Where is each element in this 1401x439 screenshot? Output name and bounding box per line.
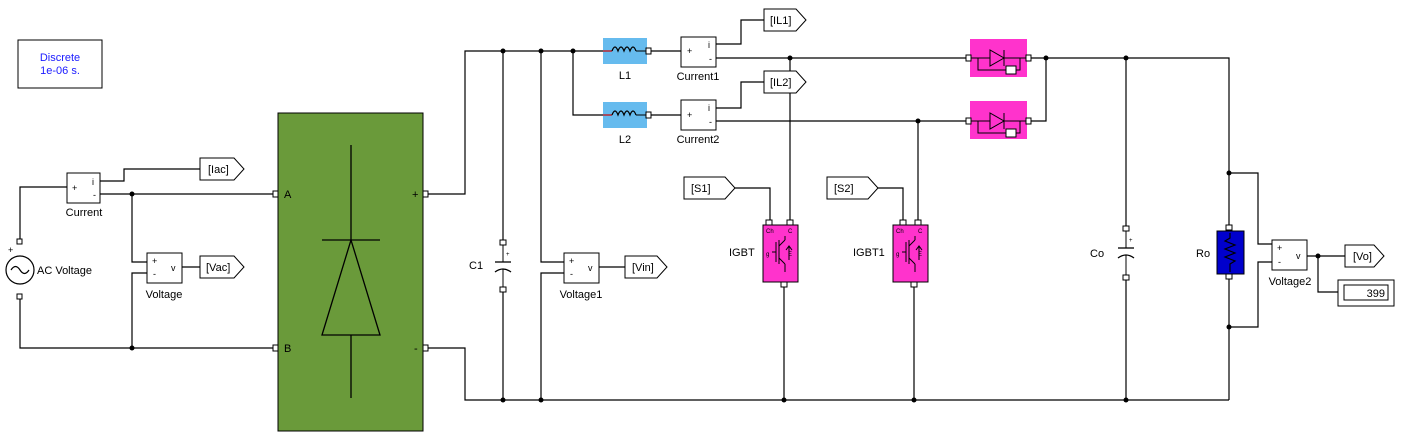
powergui-mode: Discrete	[40, 52, 80, 64]
current2-label: Current2	[677, 134, 720, 146]
svg-text:i: i	[708, 103, 710, 113]
goto-iac[interactable]: [Iac]	[199, 157, 245, 181]
svg-text:-: -	[93, 190, 96, 200]
wiring	[19, 19, 1345, 401]
svg-text:g: g	[766, 252, 769, 258]
svg-text:A: A	[284, 189, 292, 201]
svg-text:+: +	[569, 256, 574, 266]
igbt1-icon	[902, 236, 923, 272]
igbt-label: IGBT	[729, 247, 755, 259]
svg-text:v: v	[171, 263, 176, 273]
diode-icon	[321, 145, 381, 398]
svg-text:C: C	[788, 229, 793, 235]
svg-text:Ch: Ch	[896, 229, 904, 235]
igbt1-switch[interactable]: Ch C g E IGBT1	[853, 219, 929, 288]
inductor-l2[interactable]: L2	[603, 102, 652, 146]
svg-text:C: C	[918, 229, 923, 235]
diode-d1[interactable]	[965, 39, 1032, 77]
svg-text:-: -	[709, 54, 712, 64]
svg-text:-: -	[414, 343, 418, 355]
voltage-measurement-1[interactable]: + - v Voltage1	[560, 252, 603, 301]
current-label: Current	[66, 207, 103, 219]
svg-text:B: B	[284, 343, 291, 355]
svg-text:+: +	[72, 183, 77, 193]
voltage-measurement-2[interactable]: + - v Voltage2	[1269, 239, 1312, 288]
svg-text:+: +	[152, 256, 157, 266]
voltage-measurement[interactable]: + - v Voltage	[146, 252, 183, 301]
svg-text:Ch: Ch	[766, 229, 774, 235]
current-measurement-2[interactable]: + i - Current2	[677, 99, 720, 146]
igbt1-label: IGBT1	[853, 247, 885, 259]
goto-vac[interactable]: [Vac]	[199, 255, 245, 279]
co-label: Co	[1090, 248, 1104, 260]
goto-vo[interactable]: [Vo]	[1344, 244, 1385, 268]
voltage-label: Voltage	[146, 289, 183, 301]
svg-text:+: +	[506, 252, 510, 258]
powergui-block[interactable]: Discrete 1e-06 s.	[17, 39, 103, 89]
goto-il2[interactable]: [IL2]	[763, 70, 807, 94]
svg-text:v: v	[588, 263, 593, 273]
from-s2[interactable]: [S2]	[826, 176, 879, 200]
svg-text:+: +	[1277, 243, 1282, 253]
junction-dots	[129, 48, 1321, 403]
resistor-ro[interactable]: Ro	[1196, 224, 1245, 280]
svg-text:i: i	[92, 177, 94, 187]
svg-text:-: -	[709, 117, 712, 127]
capacitor-co[interactable]: + Co	[1090, 225, 1135, 281]
svg-text:v: v	[1296, 251, 1301, 261]
svg-text:+: +	[687, 110, 692, 120]
svg-text:E: E	[918, 252, 922, 258]
l1-label: L1	[619, 70, 631, 82]
current-measurement-1[interactable]: + i - Current1	[677, 36, 720, 83]
c1-label: C1	[469, 260, 483, 272]
svg-text:[Vo]: [Vo]	[1353, 251, 1372, 263]
svg-text:+: +	[8, 245, 13, 255]
svg-text:[S1]: [S1]	[691, 183, 711, 195]
ac-voltage-label: AC Voltage	[37, 265, 92, 277]
goto-il1[interactable]: [IL1]	[763, 8, 807, 32]
svg-text:-: -	[570, 269, 573, 279]
l2-label: L2	[619, 134, 631, 146]
svg-text:i: i	[708, 40, 710, 50]
svg-text:+: +	[412, 189, 418, 201]
voltage1-label: Voltage1	[560, 289, 603, 301]
goto-vin[interactable]: [Vin]	[624, 255, 668, 279]
diode-d2[interactable]	[965, 101, 1032, 139]
igbt-icon	[772, 236, 793, 272]
svg-text:g: g	[896, 252, 899, 258]
svg-text:[IL1]: [IL1]	[770, 15, 791, 27]
svg-text:[IL2]: [IL2]	[770, 77, 791, 89]
ac-voltage-source[interactable]: + AC Voltage	[5, 238, 92, 300]
svg-text:+: +	[1129, 238, 1133, 244]
svg-text:[Vin]: [Vin]	[632, 262, 654, 274]
ro-label: Ro	[1196, 248, 1210, 260]
svg-text:[Vac]: [Vac]	[206, 262, 230, 274]
svg-text:[S2]: [S2]	[834, 183, 854, 195]
svg-text:-: -	[1278, 257, 1281, 267]
voltage2-label: Voltage2	[1269, 276, 1312, 288]
inductor-l1[interactable]: L1	[603, 38, 652, 82]
current1-label: Current1	[677, 71, 720, 83]
capacitor-c1[interactable]: + C1	[469, 239, 512, 293]
svg-text:E: E	[788, 252, 792, 258]
resistor-icon	[1223, 233, 1237, 272]
from-s1[interactable]: [S1]	[683, 176, 736, 200]
display-block[interactable]: 399	[1337, 279, 1395, 307]
powergui-sample-time: 1e-06 s.	[40, 65, 80, 77]
svg-text:[Iac]: [Iac]	[208, 164, 229, 176]
svg-text:+: +	[687, 46, 692, 56]
sine-icon	[10, 265, 30, 275]
svg-text:-: -	[153, 269, 156, 279]
igbt-switch[interactable]: Ch C g E IGBT	[729, 219, 799, 288]
current-measurement[interactable]: + i - Current	[66, 172, 103, 219]
display-value: 399	[1367, 288, 1385, 300]
diode-rectifier-block[interactable]: A B + -	[272, 112, 429, 432]
